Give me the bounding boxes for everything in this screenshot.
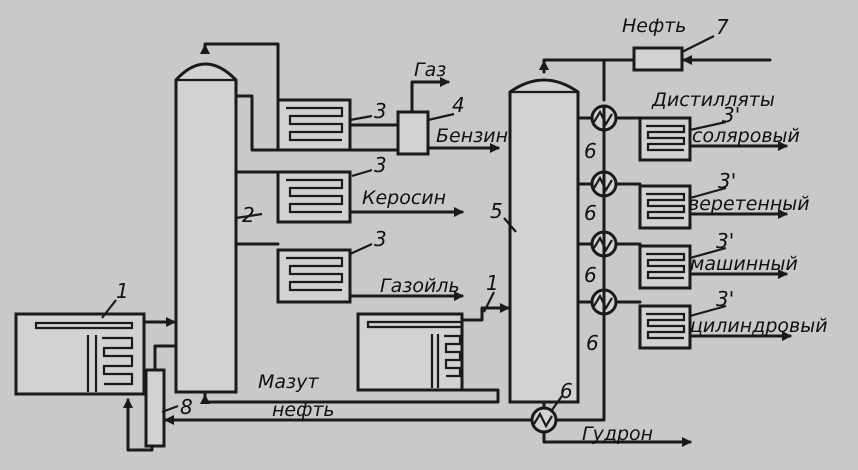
stream-machine: машинный	[690, 253, 798, 275]
column-5	[508, 78, 580, 404]
label-6-2: 6	[584, 201, 597, 225]
heater-8	[126, 344, 176, 452]
label-1-center: 1	[486, 271, 499, 295]
stream-mazut: Мазут	[258, 371, 319, 393]
label-2: 2	[242, 203, 255, 227]
stream-gas: Газ	[414, 59, 446, 81]
condenser-3-top	[276, 98, 352, 152]
label-4: 4	[452, 93, 465, 117]
furnace-1-second	[356, 312, 464, 392]
label-5: 5	[490, 199, 503, 223]
pipe-mazut	[203, 388, 500, 404]
heater-7	[632, 46, 684, 72]
stream-gudron: Гудрон	[582, 423, 653, 445]
stream-neft-bottom: нефть	[272, 399, 335, 421]
label-3prime-4: 3'	[716, 287, 734, 311]
label-7: 7	[716, 15, 729, 39]
label-8: 8	[180, 395, 193, 419]
stream-neft-top: Нефть	[622, 15, 687, 37]
label-6-1: 6	[584, 139, 597, 163]
stream-cylinder: цилиндровый	[690, 315, 828, 337]
label-3prime-2: 3'	[718, 169, 736, 193]
label-6-4: 6	[586, 331, 599, 355]
label-3-top: 3	[374, 99, 387, 123]
stream-spindle: веретенный	[688, 193, 810, 215]
stream-solar: соляровый	[692, 125, 800, 147]
label-6-3: 6	[584, 263, 597, 287]
stream-distillates: Дистилляты	[651, 89, 775, 111]
stream-benzin: Бензин	[436, 125, 508, 147]
condenser-3-bottom	[276, 248, 352, 304]
condenser-3-middle	[276, 170, 352, 224]
label-6-bottom: 6	[560, 379, 573, 403]
furnace-1	[14, 312, 146, 396]
label-3-middle: 3	[374, 153, 387, 177]
label-3-bottom: 3	[374, 227, 387, 251]
label-1-left: 1	[116, 279, 129, 303]
separator-4	[396, 80, 500, 156]
stream-kerosin: Керосин	[362, 187, 446, 209]
label-3prime-3: 3'	[716, 229, 734, 253]
label-3prime-1: 3'	[722, 103, 740, 127]
column-2	[174, 62, 238, 394]
condensers-3-prime	[638, 116, 692, 350]
stream-gazoil: Газойль	[380, 275, 460, 297]
